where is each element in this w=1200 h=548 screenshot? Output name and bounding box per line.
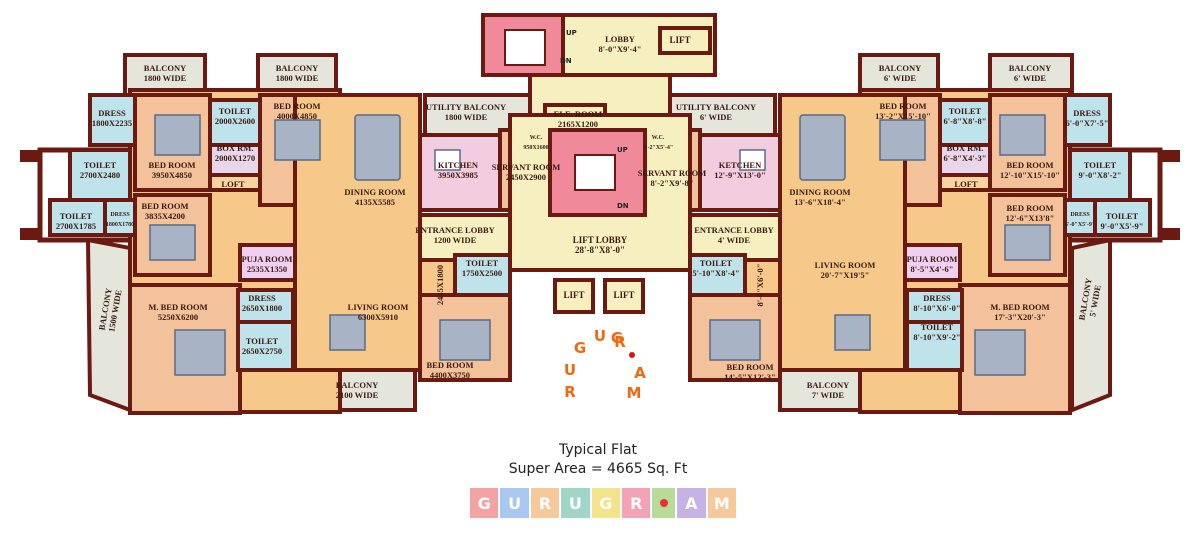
logo-letter: R [530, 488, 560, 518]
room-label: W.C.3'-2"X5'-4" [642, 135, 674, 151]
room-label: 2435X1800 [435, 264, 445, 306]
stair-up-label: UP [566, 29, 577, 37]
gurugram-logo: G U R U G R A M [470, 488, 736, 518]
caption-area: Super Area = 4665 Sq. Ft [508, 461, 688, 477]
logo-letter: G [470, 488, 499, 518]
logo-letter: A [677, 488, 706, 518]
watermark-letter: U [593, 327, 607, 345]
watermark-letter: R [564, 383, 576, 401]
watermark-dot [629, 352, 635, 358]
watermark-letter: R [614, 333, 626, 351]
watermark-letter: U [563, 361, 577, 379]
room-label: BOX RM.2000X1270 [214, 143, 256, 163]
room-label: LOFT [221, 179, 245, 189]
central-core [481, 13, 717, 314]
watermark-letter: M [626, 384, 642, 402]
room-label: BOX RM.6'-8"X4'-3" [943, 143, 987, 163]
room-label: LIFT [563, 290, 585, 300]
room-label: LIFT [669, 35, 691, 45]
logo-letter: U [500, 488, 529, 518]
logo-dot [652, 488, 676, 518]
room-label: W.C.950X1600 [523, 135, 549, 151]
furniture [149, 114, 1051, 376]
watermark-letter: G [573, 339, 587, 357]
stair-down-label: DN [617, 202, 629, 210]
room-label: LIFT [613, 290, 635, 300]
stair-up-label: UP [617, 146, 628, 154]
logo-letter: R [622, 488, 651, 518]
caption-title: Typical Flat [558, 442, 638, 458]
stair-down-label: DN [560, 57, 572, 65]
logo-letter: M [707, 488, 736, 518]
watermark-letter: A [634, 364, 646, 382]
watermark-letter: G [610, 329, 624, 347]
logo-letter: U [561, 488, 590, 518]
logo-letter: G [591, 488, 621, 518]
room-label: 8'-0"X6'-0" [755, 263, 765, 307]
room-label: LOFT [954, 179, 978, 189]
